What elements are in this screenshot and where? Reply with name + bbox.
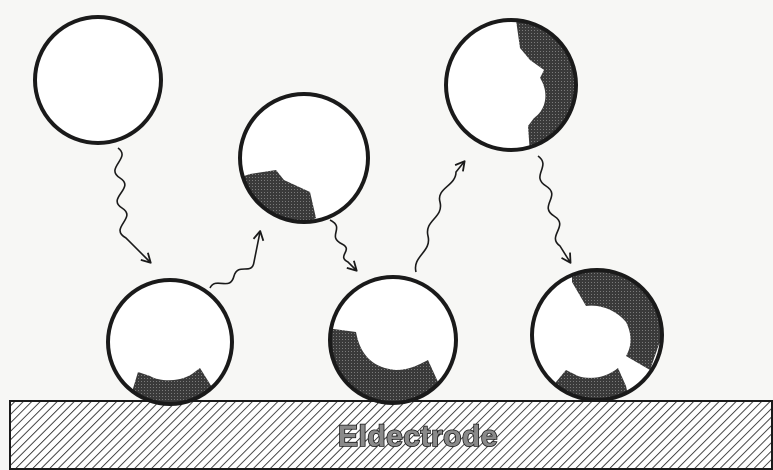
- adsorbed-particle-3: [530, 268, 664, 402]
- transition-arrow-4: [414, 160, 466, 273]
- free-particle-1: [33, 15, 163, 145]
- transition-arrow-2: [209, 230, 265, 289]
- transition-arrow-3: [329, 219, 358, 272]
- free-particle-3: [444, 18, 578, 152]
- adsorbed-particle-2: [328, 275, 458, 405]
- transition-arrow-1: [114, 147, 152, 264]
- electrode-label: Eldectrode: [338, 420, 498, 453]
- coverage-patch: [572, 270, 662, 370]
- adsorbed-particle-1: [106, 278, 234, 406]
- transition-arrow-5: [537, 155, 572, 264]
- electrode-slab: [9, 400, 773, 470]
- free-particle-2: [238, 92, 370, 224]
